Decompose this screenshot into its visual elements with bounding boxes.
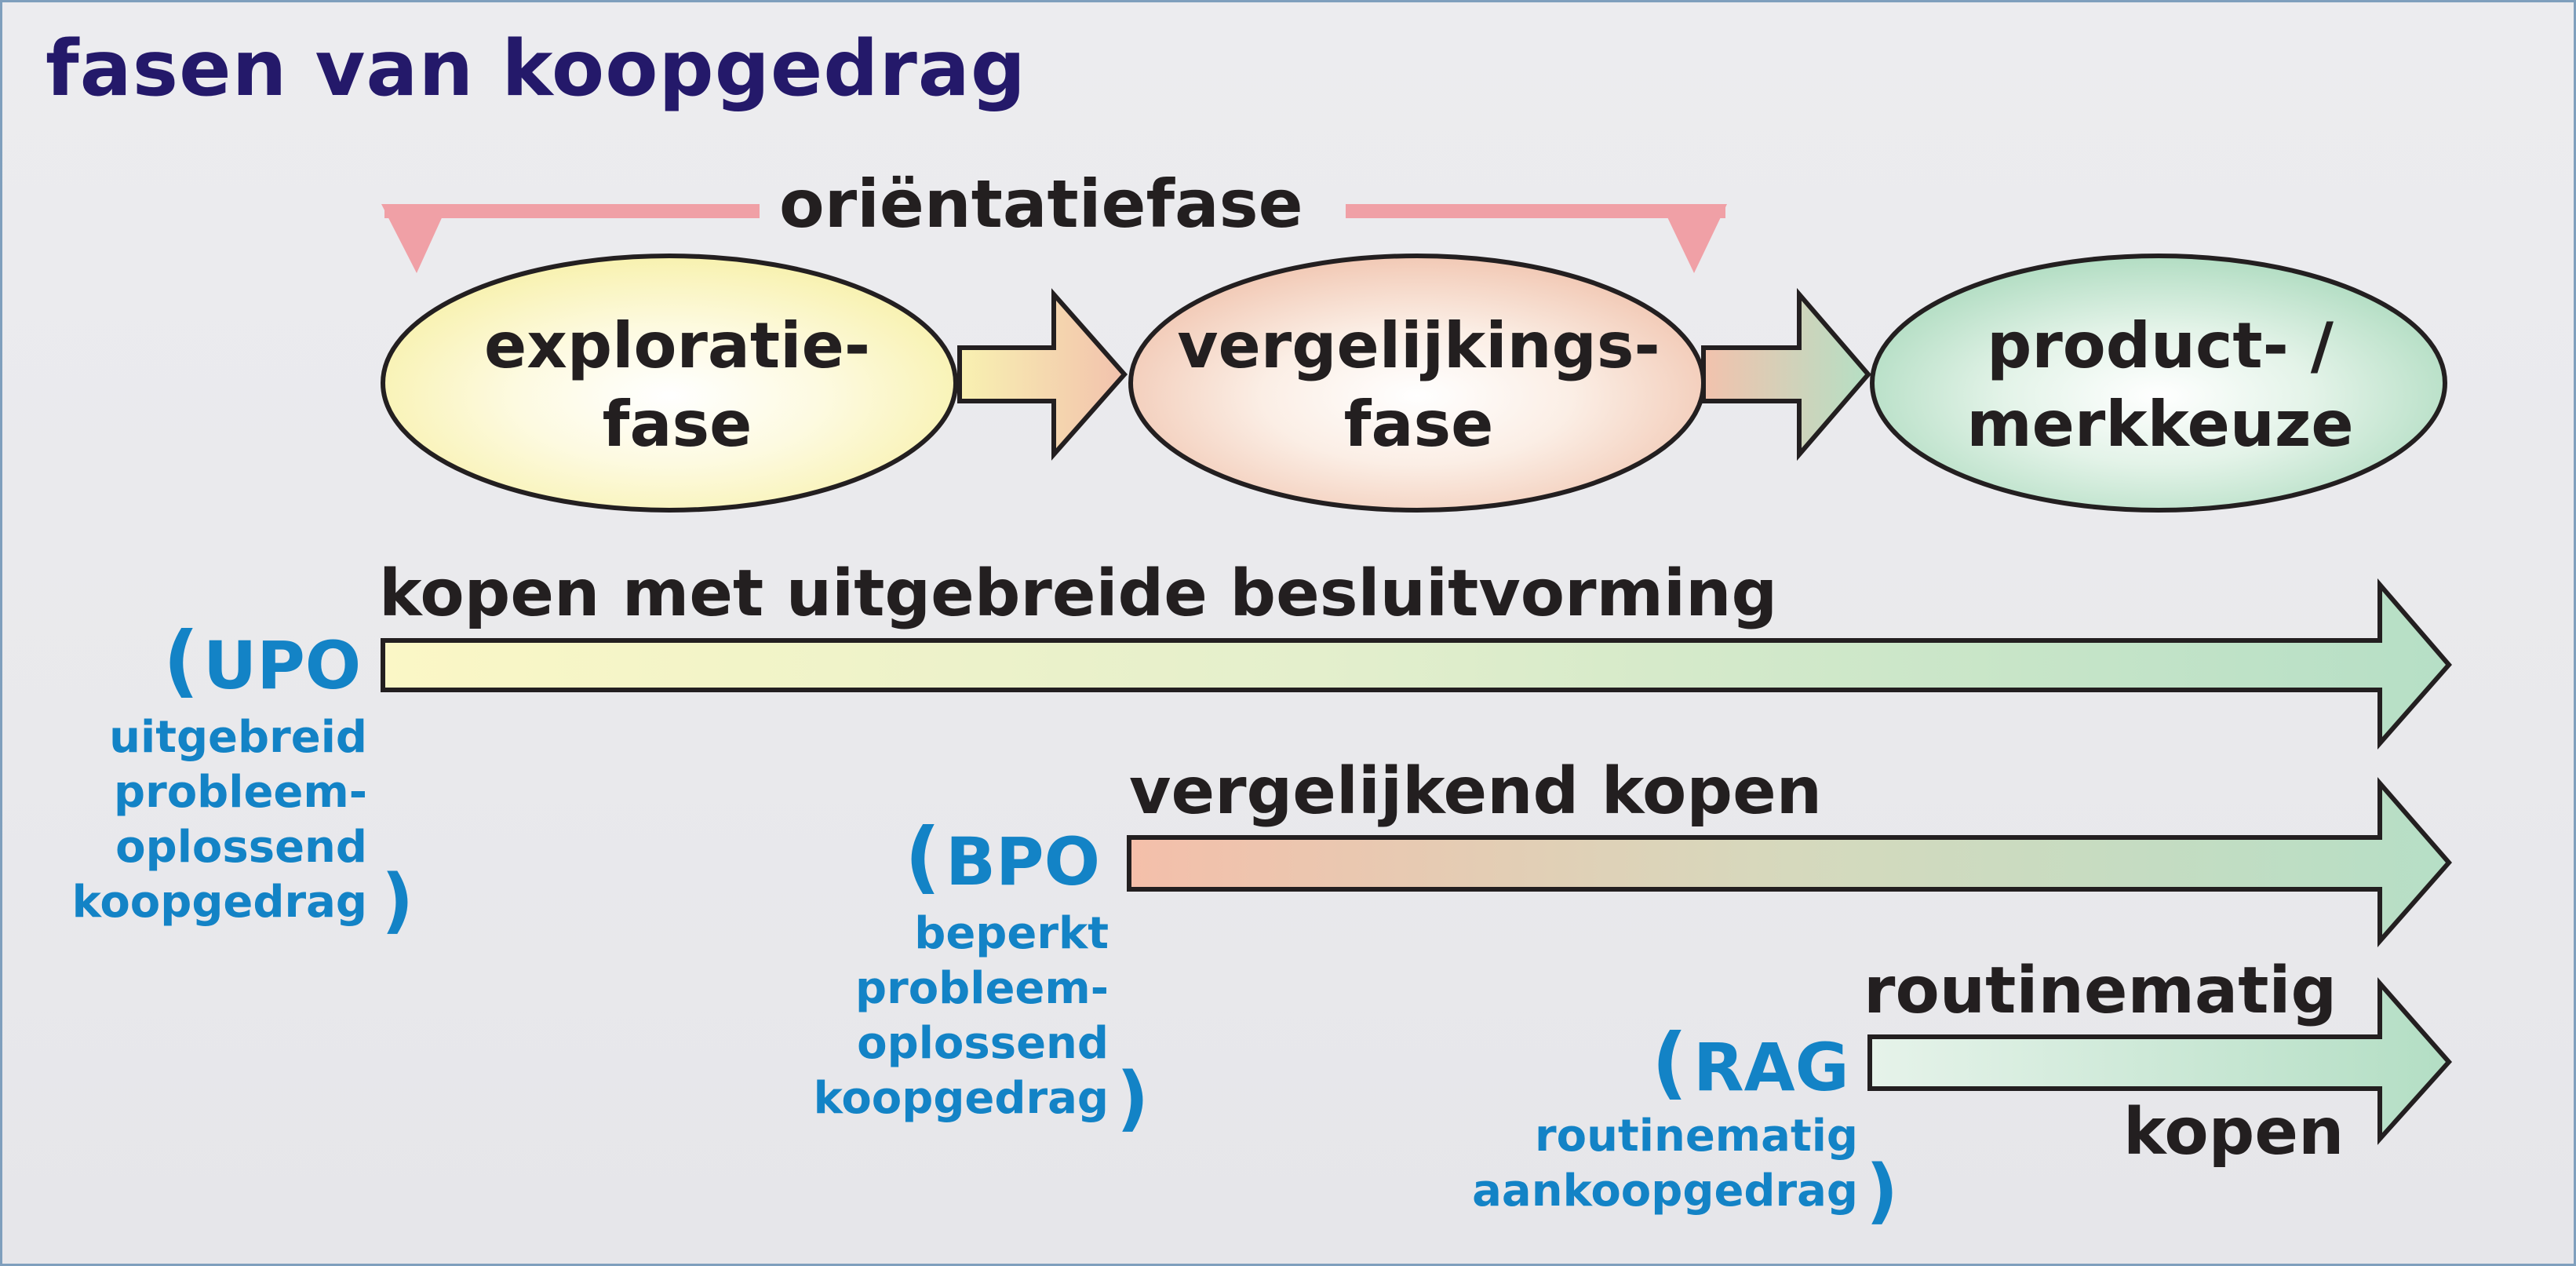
rag-arrow [1867, 977, 2453, 1145]
phase-choice-label: product- / merkkeuze [1917, 307, 2403, 464]
phase-exploration-line1: exploratie- [483, 309, 871, 382]
upo-abbreviation: UPO [203, 627, 362, 704]
bpo-desc-line3: oplossend [857, 1018, 1109, 1069]
bpo-desc-line1: beperkt [914, 908, 1109, 959]
phase-comparison-line2: fase [1343, 388, 1494, 461]
rag-desc-line2: aankoopgedrag [1472, 1166, 1858, 1217]
orientation-label: oriëntatiefase [779, 166, 1303, 243]
bpo-close-paren: ) [1117, 1057, 1150, 1140]
upo-desc-line3: oplossend [115, 822, 367, 873]
upo-desc-line1: uitgebreid [109, 712, 367, 763]
phase-choice-ellipse [1870, 254, 2447, 513]
bpo-arrow [1127, 776, 2452, 947]
orientation-bracket [381, 204, 1727, 273]
phase-choice-line1: product- / [1987, 309, 2334, 382]
upo-arrow [381, 578, 2452, 750]
phase-exploration-ellipse [381, 254, 958, 513]
rag-abbreviation: RAG [1693, 1029, 1849, 1106]
upo-open-paren: ( [163, 615, 199, 706]
connector-arrow-2 [1701, 287, 1871, 462]
upo-close-paren: ) [381, 859, 414, 942]
rag-close-paren: ) [1866, 1150, 1899, 1232]
bpo-arrow-label: vergelijkend kopen [1129, 754, 1823, 829]
phase-comparison-line1: vergelijkings- [1177, 309, 1660, 382]
phase-exploration-label: exploratie- fase [434, 307, 920, 464]
phase-comparison-ellipse [1128, 254, 1706, 513]
phase-exploration-line2: fase [602, 388, 752, 461]
bpo-abbreviation: BPO [946, 823, 1100, 900]
rag-arrow-label-top: routinematig [1864, 954, 2337, 1028]
upo-desc-line2: probleem- [113, 767, 367, 818]
upo-arrow-label: kopen met uitgebreide besluitvorming [379, 556, 1778, 631]
rag-desc-line1: routinematig [1535, 1111, 1858, 1162]
phase-choice-line2: merkkeuze [1966, 388, 2354, 461]
rag-open-paren: ( [1652, 1016, 1688, 1108]
bpo-desc-line4: koopgedrag [813, 1073, 1109, 1124]
rag-description: routinematig aankoopgedrag [1430, 1109, 1858, 1219]
bpo-description: beperkt probleem- oplossend koopgedrag [779, 907, 1109, 1126]
upo-description: uitgebreid probleem- oplossend koopgedra… [34, 710, 367, 930]
phase-comparison-label: vergelijkings- fase [1136, 307, 1701, 464]
upo-desc-line4: koopgedrag [71, 877, 367, 928]
bpo-desc-line2: probleem- [854, 963, 1109, 1014]
rag-arrow-label-bottom: kopen [2123, 1095, 2345, 1169]
connector-arrow-1 [957, 288, 1128, 461]
bpo-open-paren: ( [905, 811, 941, 903]
page-title: fasen van koopgedrag [46, 24, 1027, 114]
